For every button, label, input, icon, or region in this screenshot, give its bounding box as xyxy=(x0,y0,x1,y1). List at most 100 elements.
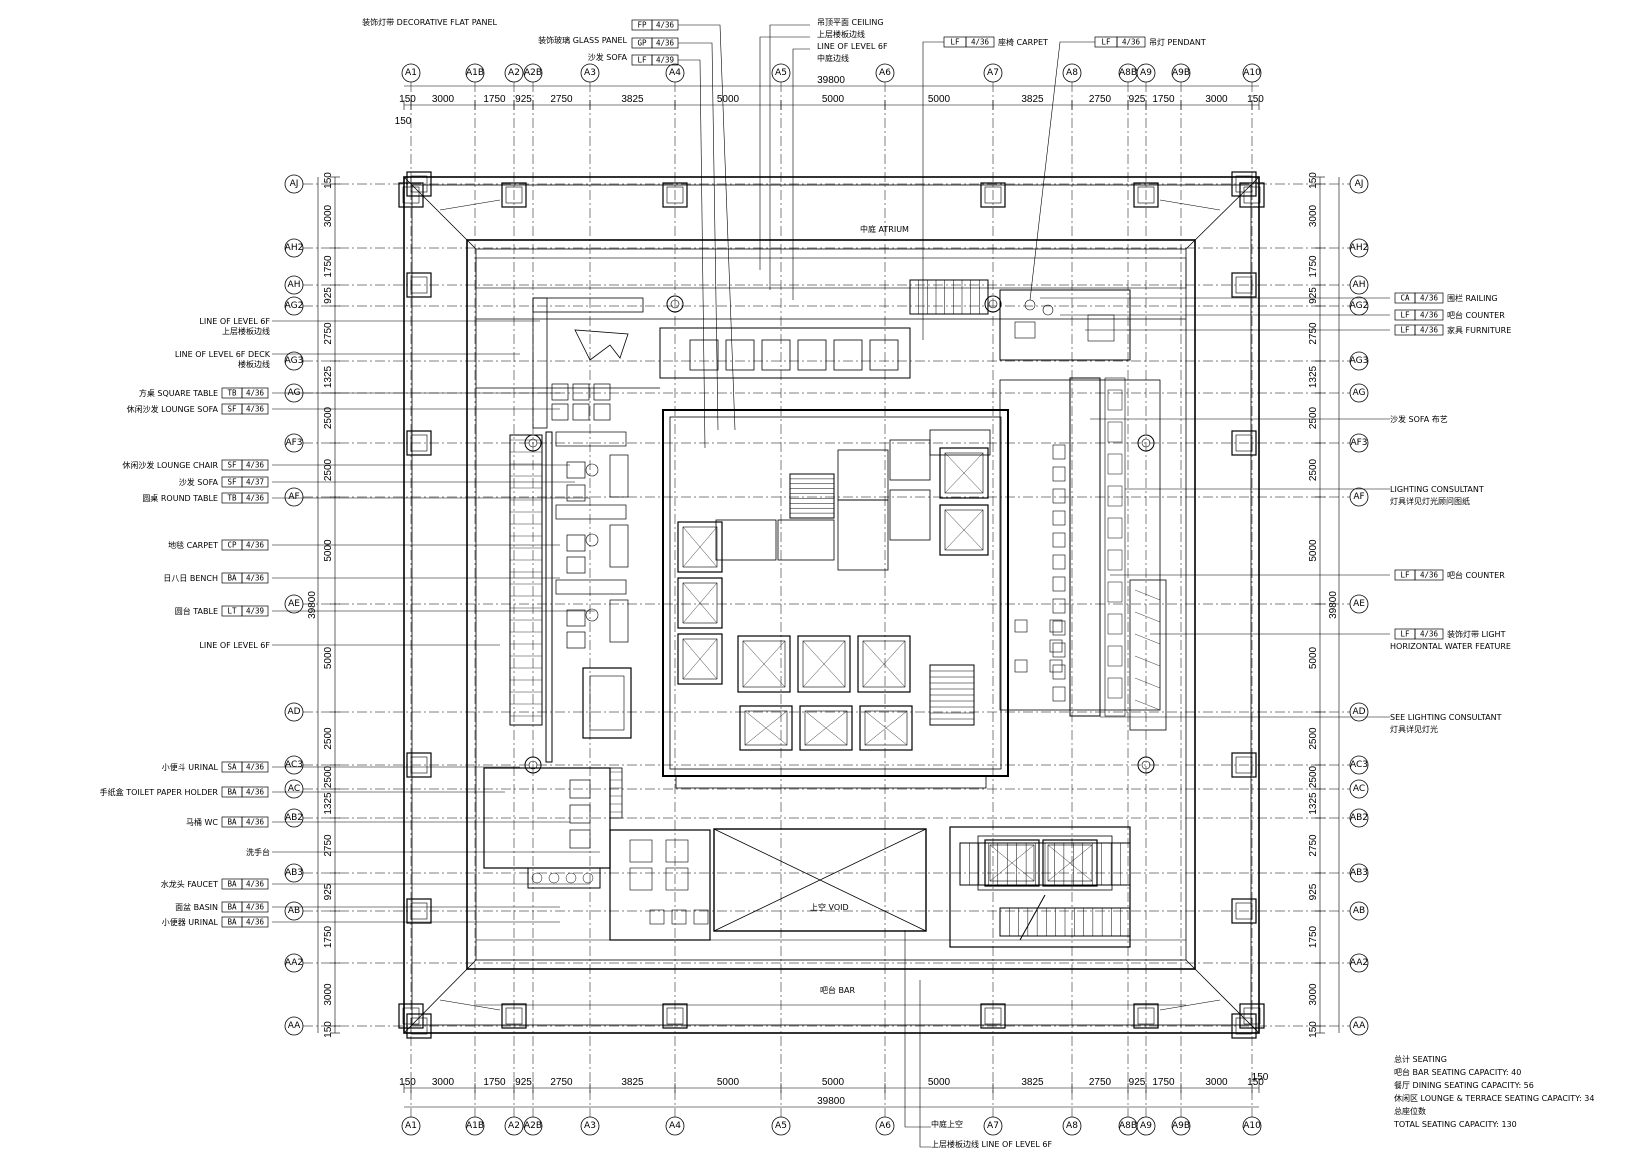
lift-x xyxy=(682,638,718,680)
urinal-2 xyxy=(649,909,665,925)
grid-label-x: A8B xyxy=(1119,68,1137,78)
urinal xyxy=(569,829,591,849)
callout-ref: 4/36 xyxy=(246,405,265,414)
tag-box xyxy=(241,539,269,551)
dim-value: 150 xyxy=(323,1021,334,1038)
chair xyxy=(551,383,569,401)
grid-bubble xyxy=(284,174,304,194)
bar-stool xyxy=(1052,598,1066,614)
grid-label-x: A3 xyxy=(584,68,596,78)
grid-label-x: A8B xyxy=(1119,1121,1137,1131)
core-room xyxy=(777,519,835,561)
dim-value: 2750 xyxy=(1089,1077,1112,1088)
callout-text-2: 灯具详见灯光顾问图纸 xyxy=(1390,496,1470,506)
grid-bubble xyxy=(523,1116,543,1136)
grid-label-y: AH xyxy=(288,280,301,290)
chair xyxy=(572,403,590,421)
callout-code: SF xyxy=(227,461,237,470)
callout-text: 休闲沙发 LOUNGE SOFA xyxy=(127,404,219,414)
grid-bubble xyxy=(1136,1116,1156,1136)
water-line xyxy=(1134,589,1161,601)
water-line xyxy=(1134,611,1161,623)
callout-code: SF xyxy=(227,405,237,414)
callout-text: 手纸盒 TOILET PAPER HOLDER xyxy=(100,787,219,797)
seating-note-3: 餐厅 DINING SEATING CAPACITY: 56 xyxy=(1394,1081,1534,1090)
grid-bubble xyxy=(665,1116,685,1136)
tag-box xyxy=(241,761,269,773)
dim-value: 1325 xyxy=(323,365,334,388)
grid-bubble xyxy=(284,296,304,316)
dim-value: 2500 xyxy=(323,765,334,788)
lift-x xyxy=(744,710,788,746)
bar-equip xyxy=(1107,389,1123,411)
top-center-note-2: 上层楼板边线 xyxy=(817,29,865,39)
dim-value: 1325 xyxy=(1308,365,1319,388)
callout-code: LF xyxy=(1400,311,1410,320)
dim-value: 2500 xyxy=(1308,406,1319,429)
callout-text: 面盆 BASIN xyxy=(175,902,218,912)
callout-code: LF xyxy=(1101,38,1111,47)
chair xyxy=(593,383,611,401)
left-callout: LINE OF LEVEL 6F xyxy=(199,641,500,650)
callout-code: LF xyxy=(637,56,647,65)
decor-piece xyxy=(574,329,629,361)
tag-box xyxy=(241,387,269,399)
dim-value: 1750 xyxy=(483,94,506,105)
dim-value: 2500 xyxy=(323,458,334,481)
callout-ref: 4/36 xyxy=(246,574,265,583)
callout-text: 地毯 CARPET xyxy=(168,540,218,550)
callout-ref: 4/36 xyxy=(656,39,675,48)
dim-total-y: 39800 xyxy=(1328,591,1339,619)
callout-ref: 4/36 xyxy=(1122,38,1141,47)
console xyxy=(582,667,632,739)
lounge-chair xyxy=(566,631,586,649)
grid-bubble xyxy=(284,351,304,371)
tag-box xyxy=(241,816,269,828)
office-room xyxy=(999,289,1131,361)
grid-label-y: AC xyxy=(1353,784,1365,794)
grid-label-y: AJ xyxy=(290,179,299,189)
core-room xyxy=(715,519,777,561)
dim-value: 2500 xyxy=(1308,765,1319,788)
dim-value: 3000 xyxy=(1308,983,1319,1006)
dim-value: 150 xyxy=(399,1077,416,1088)
inner-slab-edge xyxy=(466,239,1196,970)
callout-code: BA xyxy=(227,818,237,827)
lift-shaft xyxy=(984,839,1040,887)
chair xyxy=(551,403,569,421)
urinal-2 xyxy=(693,909,709,925)
grid-label-y: AF3 xyxy=(285,438,302,448)
grid-bubble xyxy=(284,755,304,775)
lift-car xyxy=(682,638,718,680)
leader-line xyxy=(769,24,810,290)
callout-text-2: 上层楼板边线 xyxy=(222,326,270,336)
tag-box xyxy=(241,901,269,913)
hatch-strip xyxy=(609,767,623,819)
grid-label-x: A8 xyxy=(1066,68,1078,78)
lift-shaft xyxy=(797,635,851,693)
callout-code: FP xyxy=(637,21,647,30)
lounge-chair xyxy=(566,556,586,574)
grid-label-x: A8 xyxy=(1066,1121,1078,1131)
grid-bubble xyxy=(1349,487,1369,507)
tag-box xyxy=(1414,309,1444,321)
chair-round xyxy=(1024,299,1036,311)
lounge-chair xyxy=(566,609,586,627)
bottom-callout-2: 上层楼板边线 LINE OF LEVEL 6F xyxy=(931,1139,1053,1149)
lift-lobby xyxy=(949,826,1131,948)
grid-label-y: AA xyxy=(1353,1021,1366,1031)
callout-ref: 4/36 xyxy=(1420,571,1439,580)
sofa xyxy=(609,454,629,498)
water-feature xyxy=(1129,579,1167,731)
grid-label-x: A4 xyxy=(669,1121,681,1131)
interior-label-void: 上空 VOID xyxy=(810,902,849,912)
dim-value: 1325 xyxy=(323,792,334,815)
grid-label-x: A7 xyxy=(987,1121,999,1131)
left-callout: 休闲沙发 LOUNGE SOFA SF 4/36 xyxy=(127,403,560,415)
callout-text: 装饰灯带 LIGHT xyxy=(1447,629,1506,639)
bar-equip xyxy=(1107,581,1123,603)
leader-line xyxy=(678,59,706,449)
